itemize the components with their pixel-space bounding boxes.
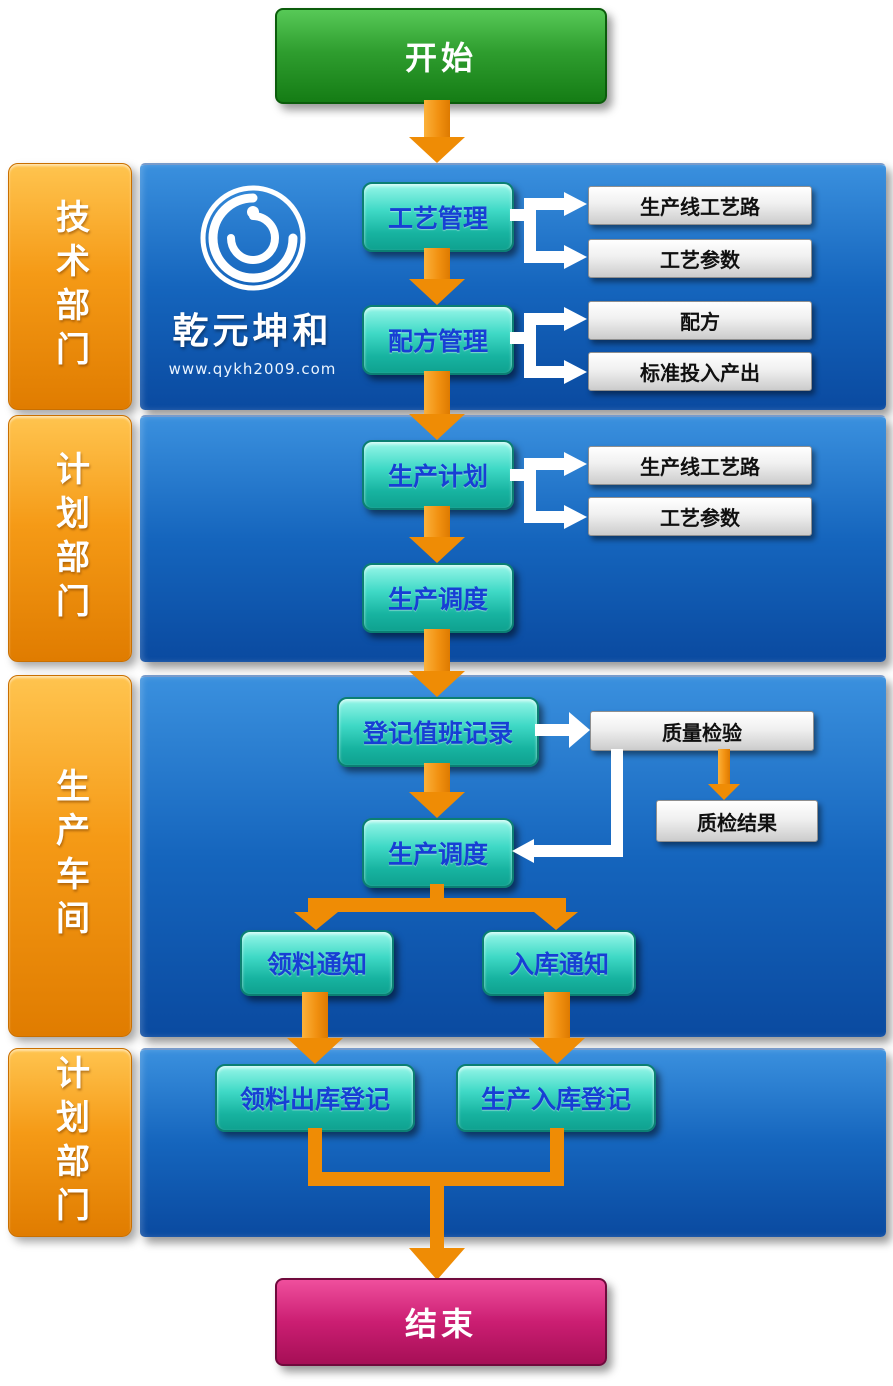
fork-production-plan-outputs [510,452,587,529]
lane-label-plan-dept-2: 计划部门 [49,1054,90,1231]
doc-standard-input-output: 标准投入产出 [588,352,812,391]
doc-line-process-route-1: 生产线工艺路 [588,186,812,225]
doc-line-process-route-1-label: 生产线工艺路 [640,195,760,219]
doc-inspection-result-label: 质检结果 [697,810,777,835]
arrow-dispatch-to-duty-record [409,629,465,697]
fork-recipe-management-outputs [510,307,587,384]
lane-label-plan-dept-1: 计划部门 [49,450,90,627]
feedback-inspection-to-dispatch [512,749,623,863]
node-production-plan-label: 生产计划 [387,462,488,491]
arrow-head [287,1038,343,1064]
arrow-shaft [718,749,730,784]
splitter-dispatch-to-notices [294,884,578,930]
start-label: 开始 [404,39,477,77]
arrow-duty-record-to-inspection [535,712,590,748]
lane-bar-plan-dept-2: 计划部门 [8,1048,132,1237]
arrow-shaft [424,248,450,279]
arrow-head [409,537,465,563]
lane-label-tech-dept: 技术部门 [49,198,90,375]
node-register-duty-record-label: 登记值班记录 [362,719,513,748]
doc-process-parameters-1-label: 工艺参数 [660,248,740,272]
arrow-process-to-recipe [409,248,465,305]
arrow-start-to-tech [409,100,465,163]
arrow-head [409,414,465,440]
arrow-shaft [302,992,328,1038]
doc-quality-inspection-label: 质量检验 [662,720,742,745]
node-production-inbound-register: 生产入库登记 [456,1064,656,1132]
doc-standard-input-output-label: 标准投入产出 [640,361,760,385]
node-production-dispatch-1-label: 生产调度 [387,585,488,614]
arrow-shaft [544,992,570,1038]
lane-bar-workshop: 生产车间 [8,675,132,1037]
doc-quality-inspection: 质量检验 [590,711,814,751]
node-production-inbound-register-label: 生产入库登记 [480,1085,631,1114]
arrow-shaft [424,763,450,792]
arrow-head [409,671,465,697]
doc-recipe-label: 配方 [680,310,720,334]
company-logo: 乾元坤和 www.qykh2009.com [155,182,350,378]
doc-inspection-result: 质检结果 [656,800,818,842]
converge-registers-to-end [308,1128,564,1280]
doc-process-parameters-1: 工艺参数 [588,239,812,278]
end-node: 结束 [275,1278,607,1366]
node-production-plan: 生产计划 [362,440,514,510]
node-material-outbound-register-label: 领料出库登记 [239,1085,390,1114]
arrow-plan-to-dispatch [409,506,465,563]
arrow-warehouse-notice-to-inbound-register [529,992,585,1064]
lane-bar-plan-dept-1: 计划部门 [8,415,132,662]
arrow-shaft [424,100,450,137]
arrow-inspection-to-result [708,749,740,800]
arrow-duty-record-to-dispatch-2 [409,763,465,818]
company-website: www.qykh2009.com [168,360,337,378]
node-warehouse-in-notice-label: 入库通知 [508,950,609,979]
arrow-head [529,1038,585,1064]
arrow-material-notice-to-outbound-register [287,992,343,1064]
arrow-head [409,137,465,163]
node-register-duty-record: 登记值班记录 [337,697,539,767]
node-production-dispatch-2-label: 生产调度 [387,840,488,869]
arrow-recipe-to-plan [409,371,465,440]
arrow-head [409,792,465,818]
node-material-requisition-notice-label: 领料通知 [266,950,367,979]
doc-process-parameters-2-label: 工艺参数 [660,506,740,530]
dragon-logo-icon [200,185,305,291]
doc-line-process-route-2-label: 生产线工艺路 [640,455,760,479]
arrow-head [409,279,465,305]
doc-line-process-route-2: 生产线工艺路 [588,446,812,485]
node-recipe-management-label: 配方管理 [387,327,488,356]
lane-bar-tech-dept: 技术部门 [8,163,132,410]
node-process-management: 工艺管理 [362,182,514,252]
company-name: 乾元坤和 [172,311,333,352]
node-material-requisition-notice: 领料通知 [240,930,394,996]
fork-process-management-outputs [510,192,587,269]
node-material-outbound-register: 领料出库登记 [215,1064,415,1132]
doc-process-parameters-2: 工艺参数 [588,497,812,536]
doc-recipe: 配方 [588,301,812,340]
arrow-shaft [424,629,450,671]
end-label: 结束 [404,1305,477,1343]
node-production-dispatch-1: 生产调度 [362,563,514,633]
node-production-dispatch-2: 生产调度 [362,818,514,888]
arrow-shaft [424,371,450,414]
node-process-management-label: 工艺管理 [387,204,488,233]
arrow-head [708,784,740,800]
node-warehouse-in-notice: 入库通知 [482,930,636,996]
arrow-shaft [424,506,450,537]
start-node: 开始 [275,8,607,104]
node-recipe-management: 配方管理 [362,305,514,375]
lane-label-workshop: 生产车间 [49,768,90,944]
